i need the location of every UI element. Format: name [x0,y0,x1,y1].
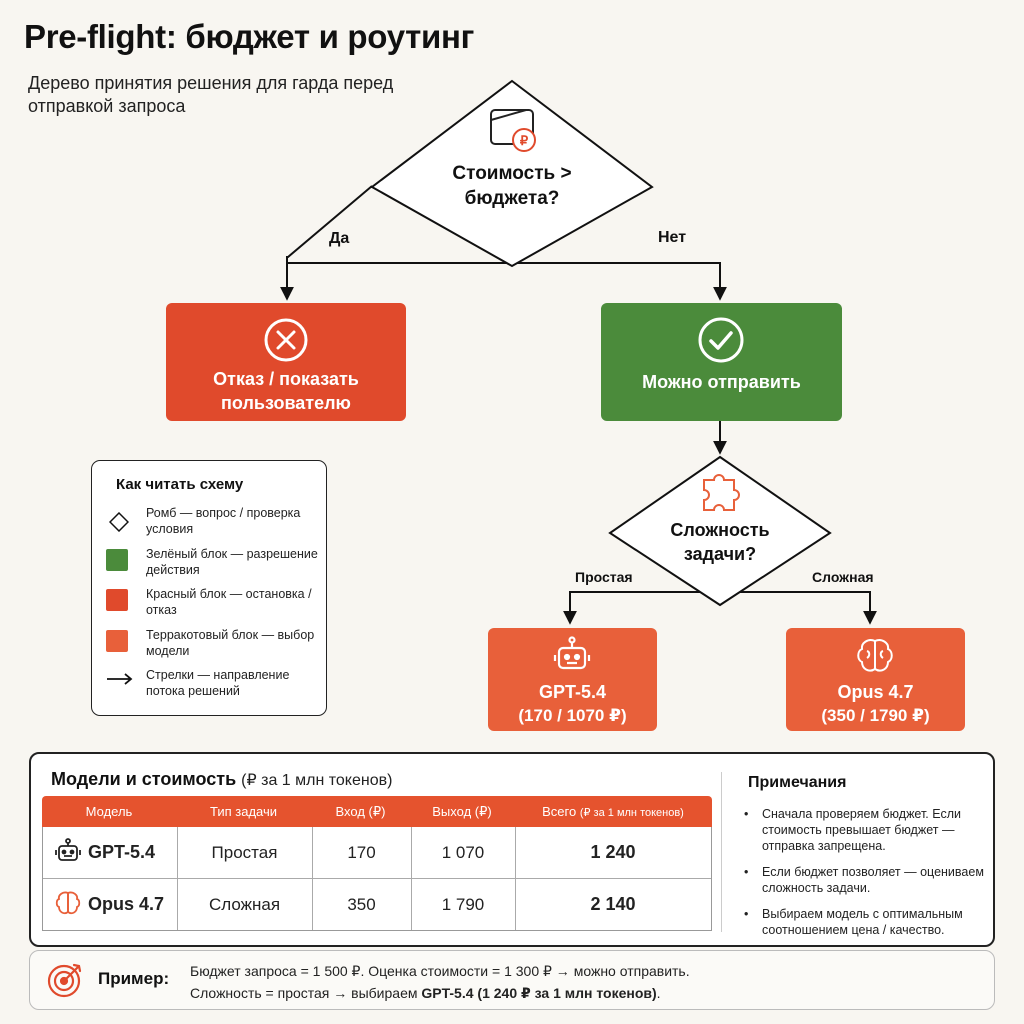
model-simple-name: GPT-5.4 [538,682,607,702]
note-item: Сначала проверяем бюджет. Если стоимость… [726,806,986,854]
branch-yes-label: Да [329,230,350,247]
red-swatch [106,589,128,611]
model-complex-name: Opus 4.7 [837,682,914,702]
decision-complexity-line2: задачи? [683,544,757,564]
section-divider [721,772,722,932]
col-total-label: Всего [542,804,577,819]
table-row: GPT-5.4 Простая 170 1 070 1 240 [43,827,711,878]
decision-cost-line2: бюджета? [464,188,560,209]
table-title-text: Модели и стоимость [51,769,237,789]
allow-label: Можно отправить [642,372,801,392]
table-title: Модели и стоимость (₽ за 1 млн токенов) [51,769,392,790]
legend-label: Терракотовый блок — выбор модели [146,628,315,658]
example-line2-suffix: . [656,985,661,1001]
decision-cost-text: Стоимость > бюджета? [437,161,587,211]
robot-icon [553,636,591,670]
col-total-note: (₽ за 1 млн токенов) [579,807,684,819]
note-item: Если бюджет позволяет — оцениваем сложно… [726,864,986,896]
flowchart: ₽ [0,79,877,625]
decision-complexity-diamond [608,455,832,607]
models-table-card: Модели и стоимость (₽ за 1 млн токенов) … [29,752,995,947]
model-complex-price: (350 / 1790 ₽) [821,706,930,725]
cell-total: 2 140 [590,894,636,914]
cell-output: 1 790 [441,895,485,914]
example-line1: Бюджет запроса = 1 500 ₽. Оценка стоимос… [190,963,690,979]
note-item: Выбираем модель с оптимальным соотношени… [726,906,986,938]
example-title: Пример: [98,969,170,988]
col-model: Модель [85,804,133,819]
cell-model: GPT-5.4 [88,842,156,862]
reject-box: Отказ / показать пользователю [166,303,406,421]
diamond-symbol [109,512,129,532]
cell-output: 1 070 [441,843,485,862]
brain-icon [857,639,893,672]
col-type: Тип задачи [209,804,278,819]
example-box: Пример: Бюджет запроса = 1 500 ₽. Оценка… [29,950,995,1010]
branch-simple-label: Простая [575,569,633,585]
col-divider [411,827,412,930]
page-subtitle: Дерево принятия решения для гарда перед … [28,73,394,116]
legend-label: Стрелки — направление потока решений [146,668,290,698]
cell-input: 350 [347,895,376,914]
cell-type: Сложная [208,895,281,914]
cell-model: Opus 4.7 [88,894,165,914]
cell-total: 1 240 [590,842,636,862]
model-simple-price: (170 / 1070 ₽) [518,706,627,725]
puzzle-icon [703,474,740,511]
page-title: Pre-flight: бюджет и роутинг [24,18,475,55]
brain-icon [55,891,81,915]
allow-box: Можно отправить [601,303,842,421]
legend-label: Ромб — вопрос / проверка условия [146,506,301,536]
notes-title: Примечания [748,774,847,791]
table-subtitle: (₽ за 1 млн токенов) [241,772,393,789]
col-divider [312,827,313,930]
legend-label: Зелёный блок — разрешение действия [146,547,318,577]
legend-title: Как читать схему [116,476,244,493]
table-row: Opus 4.7 Сложная 350 1 790 2 140 [43,879,711,930]
reject-line2: пользователю [221,393,351,413]
wallet-ruble-icon: ₽ [490,109,536,152]
table-header: Модель Тип задачи Вход (₽) Выход (₽) Все… [42,796,712,827]
example-line2-bold: GPT-5.4 (1 240 ₽ за 1 млн токенов) [421,985,657,1001]
cell-type: Простая [211,843,278,862]
model-simple-box: GPT-5.4 (170 / 1070 ₽) [488,628,657,731]
legend-label: Красный блок — остановка / отказ [146,587,312,617]
arrow-symbol [107,673,133,685]
green-swatch [106,549,128,571]
target-icon [47,963,82,998]
x-circle-icon [264,318,308,362]
col-output: Выход (₽) [432,804,492,819]
decision-complexity-line1: Сложность [670,520,770,540]
check-circle-icon [698,317,744,363]
cell-input: 170 [347,843,376,862]
branch-complex-label: Сложная [812,569,874,585]
legend: Как читать схему Ромб — вопрос / проверк… [91,460,327,716]
decision-complexity-text: Сложность задачи? [650,518,790,566]
col-total: Всего (₽ за 1 млн токенов) [514,796,712,827]
branch-no-label: Нет [658,229,687,246]
col-divider [177,827,178,930]
example-line2: Сложность = простая → выбираем GPT-5.4 (… [190,985,661,1002]
col-divider [515,827,516,930]
table-body: GPT-5.4 Простая 170 1 070 1 240 Opus 4.7… [42,827,712,931]
robot-icon [55,838,81,861]
arrow-complex [720,591,877,625]
notes: Примечания Сначала проверяем бюджет. Есл… [726,774,986,948]
arrow-simple [563,591,720,625]
row-divider [43,878,711,879]
arrow-no [512,262,727,301]
example-line2-prefix: Сложность = простая → выбираем [190,985,422,1001]
reject-line1: Отказ / показать [213,369,359,389]
decision-cost-line1: Стоимость > [452,163,572,184]
decision-cost-diamond [370,79,654,268]
terracotta-swatch [106,630,128,652]
model-complex-box: Opus 4.7 (350 / 1790 ₽) [786,628,965,731]
svg-text:₽: ₽ [520,133,529,148]
col-input: Вход (₽) [335,804,386,819]
